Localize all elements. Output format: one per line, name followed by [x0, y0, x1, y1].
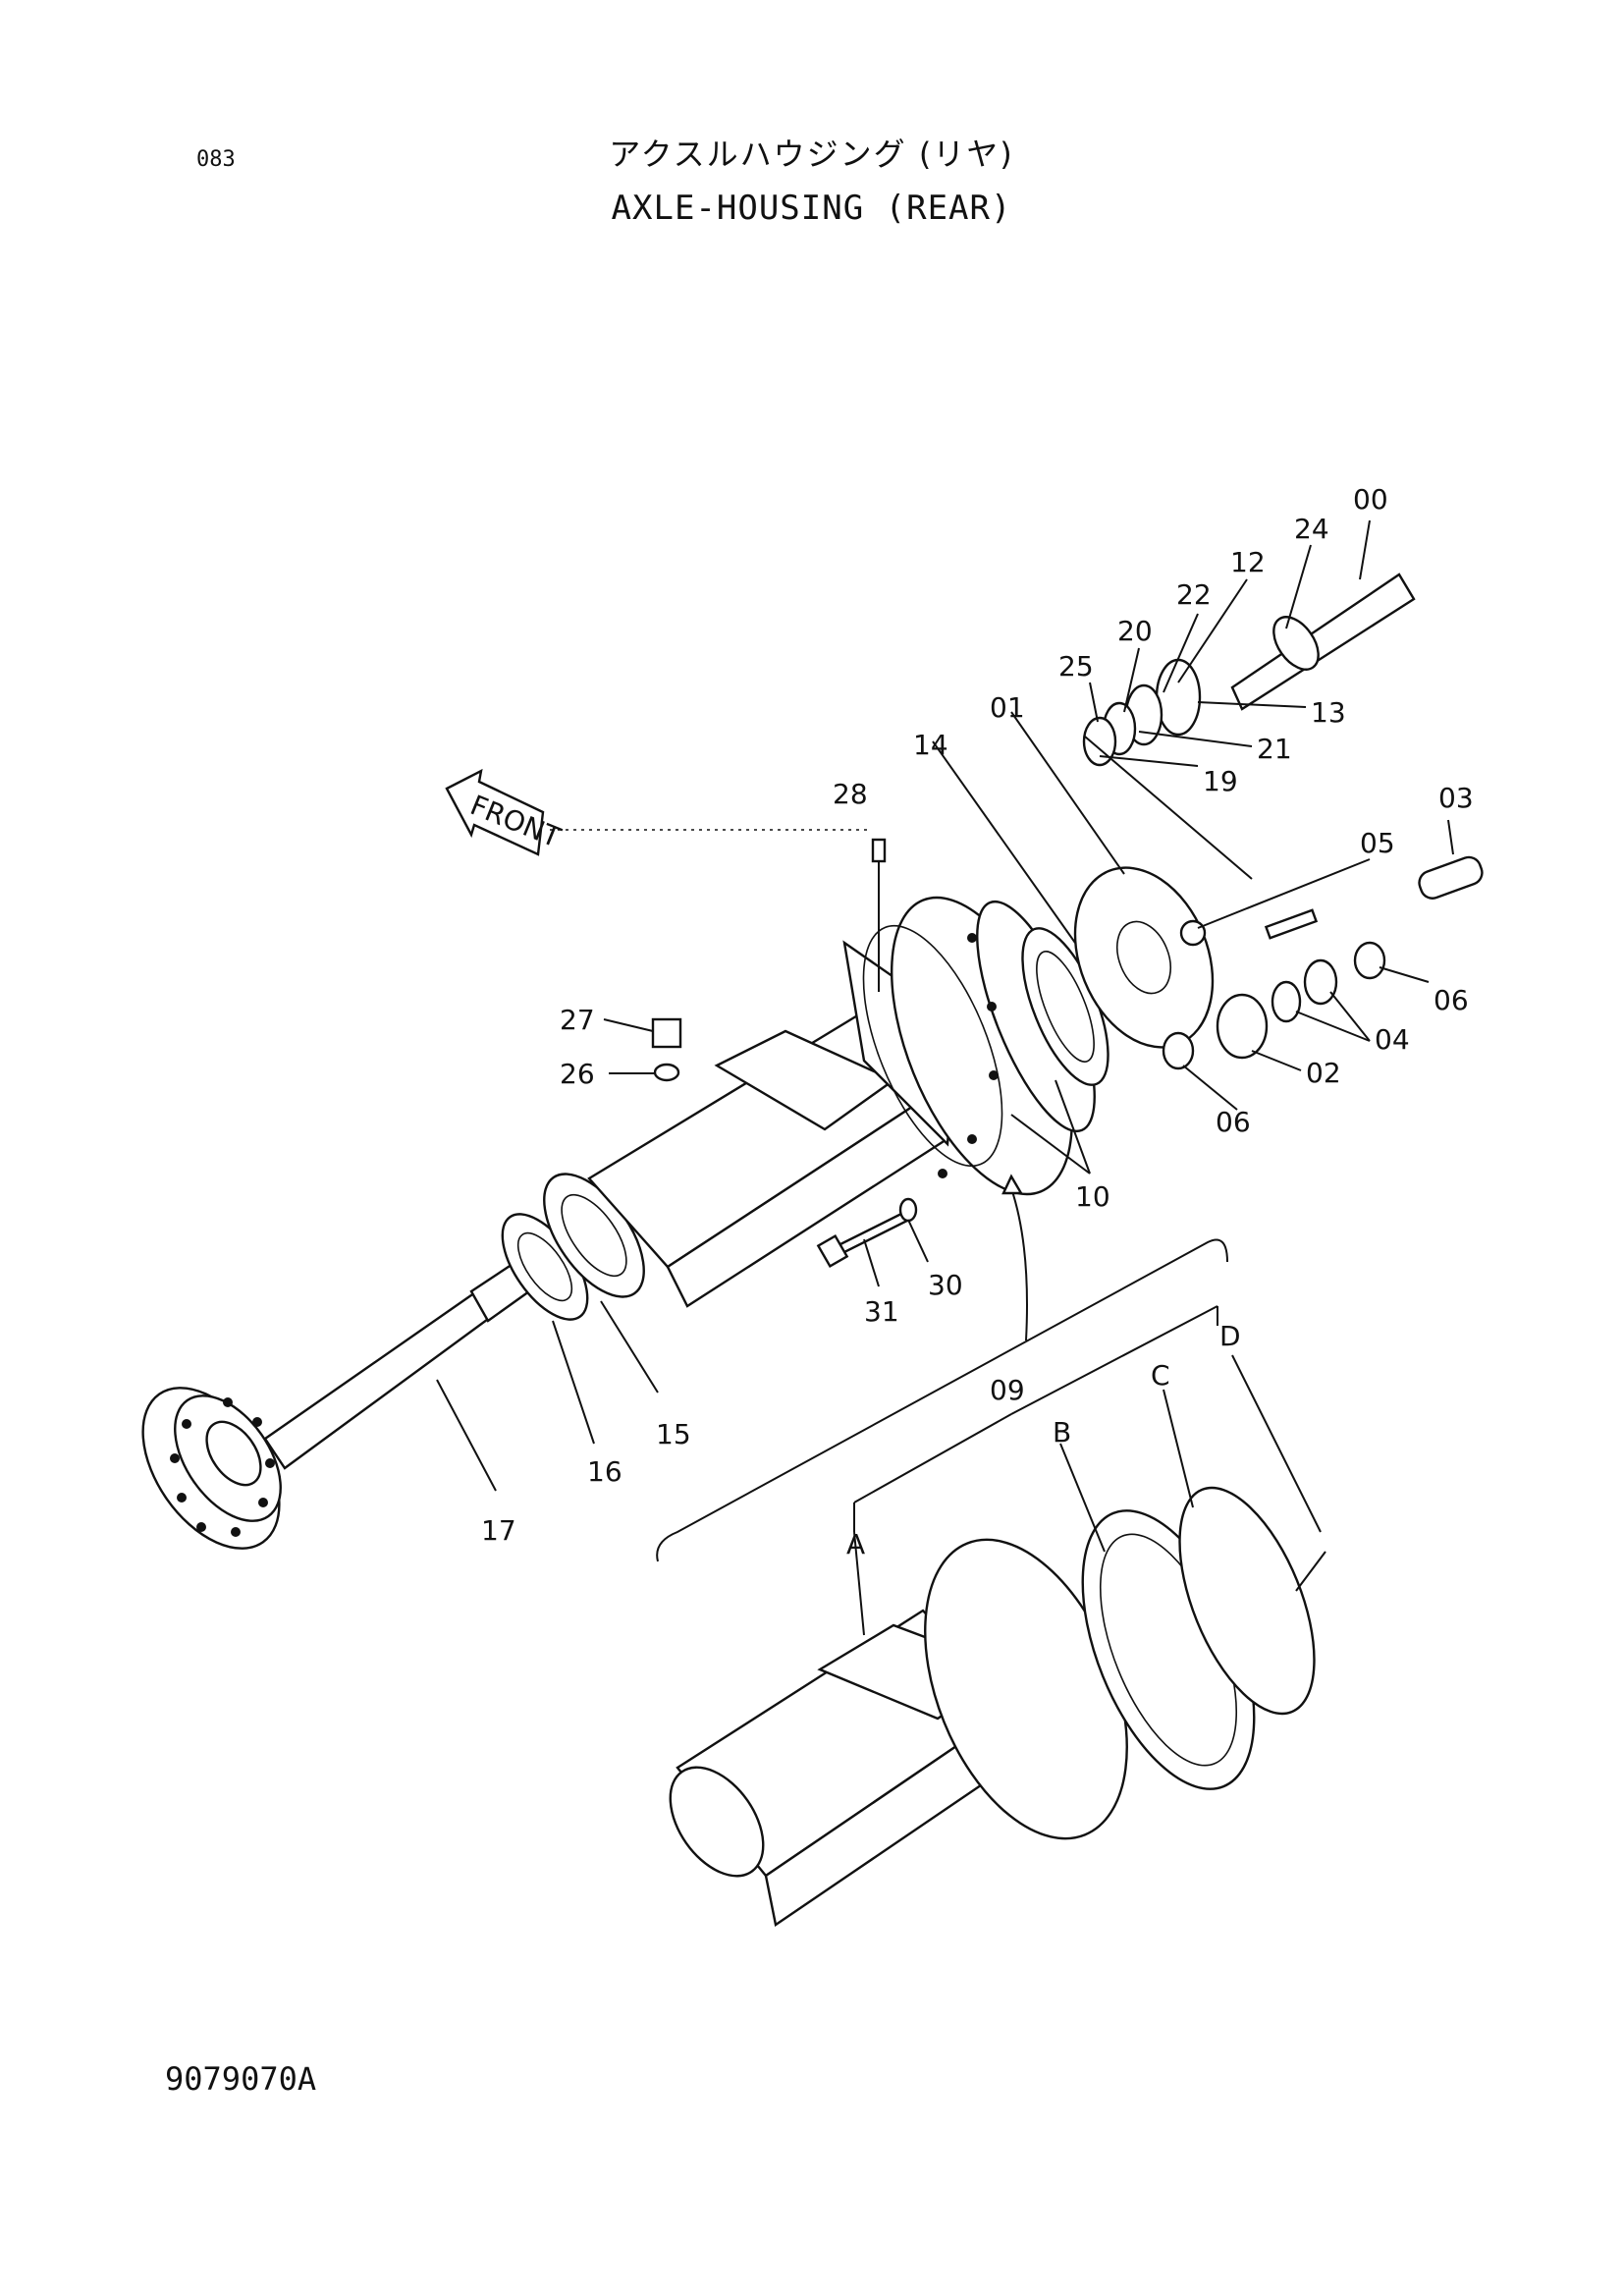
- callout-B: B: [1053, 1416, 1071, 1449]
- callout-12: 12: [1230, 546, 1266, 578]
- callout-30: 30: [928, 1269, 963, 1301]
- title-japanese: アクスルハウジング (リヤ): [609, 136, 1014, 173]
- callout-21: 21: [1257, 733, 1292, 765]
- callout-16: 16: [587, 1455, 622, 1488]
- bearing-and-seal-parts: [501, 1173, 645, 1321]
- callout-24: 24: [1294, 513, 1329, 545]
- housing-subassembly-part: [669, 1486, 1326, 1928]
- assembly-arrow: [1010, 1187, 1028, 1341]
- callout-25: 25: [1058, 650, 1094, 683]
- callout-20: 20: [1117, 615, 1153, 647]
- subassembly-bracket: [656, 1238, 1228, 1562]
- small-hardware-parts: [651, 838, 918, 1269]
- drawing-code: 9079070A: [165, 2060, 317, 2098]
- page-number: 083: [196, 147, 236, 172]
- leader-lines: [436, 519, 1454, 1636]
- front-arrow: FRONT: [445, 768, 869, 856]
- planet-carrier-part: [1073, 855, 1484, 1070]
- callout-06-upper: 06: [1434, 984, 1469, 1016]
- callout-09: 09: [990, 1374, 1025, 1406]
- callout-01: 01: [990, 691, 1025, 724]
- callout-31: 31: [864, 1295, 899, 1328]
- callout-D: D: [1219, 1320, 1241, 1352]
- callout-03: 03: [1438, 782, 1474, 814]
- callout-10: 10: [1075, 1180, 1110, 1213]
- callout-06-lower: 06: [1216, 1106, 1251, 1138]
- axle-shaft-part: [141, 1247, 552, 1550]
- callout-C: C: [1151, 1359, 1170, 1392]
- callout-13: 13: [1311, 696, 1346, 729]
- callout-27: 27: [560, 1004, 595, 1036]
- callout-28: 28: [833, 778, 868, 810]
- title-english: AXLE-HOUSING (REAR): [611, 189, 1012, 228]
- callout-14: 14: [913, 729, 948, 761]
- callout-A: A: [846, 1528, 865, 1560]
- callout-17: 17: [481, 1514, 516, 1547]
- callout-00: 00: [1353, 483, 1388, 516]
- callout-05: 05: [1360, 827, 1395, 859]
- callout-labels: 00 24 12 22 20 25 13 21 19 01 14 28 03 0…: [481, 483, 1474, 1560]
- callout-22: 22: [1176, 578, 1212, 611]
- callout-02: 02: [1306, 1057, 1341, 1089]
- sun-gear-shaft-part: [1082, 573, 1416, 767]
- callout-26: 26: [560, 1058, 595, 1090]
- callout-15: 15: [656, 1418, 691, 1450]
- callout-04: 04: [1375, 1023, 1410, 1056]
- callout-19: 19: [1203, 765, 1238, 797]
